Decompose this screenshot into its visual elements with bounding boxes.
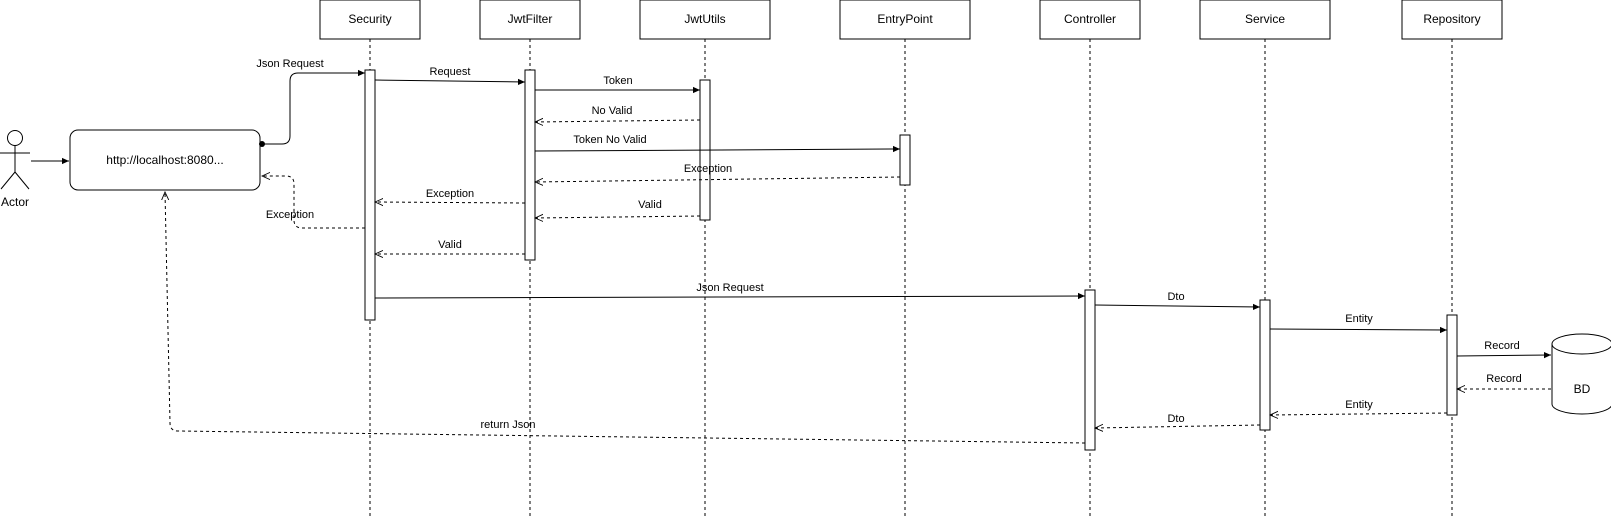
client-box-label: http://localhost:8080...	[106, 153, 223, 167]
actor[interactable]: Actor	[0, 130, 30, 210]
lifeline-controller[interactable]: Controller	[1039, 0, 1141, 40]
message-security-exception-client-line	[262, 176, 365, 229]
message-jwtfilter-valid[interactable]: Valid	[375, 239, 525, 254]
message-controller-dto[interactable]: Dto	[1094, 291, 1261, 311]
activation-jwtfilter[interactable]	[524, 69, 536, 261]
message-jwtutils-no-valid[interactable]: No Valid	[535, 105, 701, 122]
message-service-entity-line	[1269, 326, 1448, 334]
activation-security[interactable]	[364, 69, 376, 321]
lifeline-entrypoint-title: EntryPoint	[877, 12, 933, 26]
message-repository-entity-label: Entity	[1345, 399, 1373, 411]
lifeline-repository[interactable]: Repository	[1401, 0, 1503, 40]
message-client-json-request-label: Json Request	[256, 58, 323, 70]
message-controller-return-json-line	[165, 192, 1086, 444]
message-jwtfilter-exception-line	[375, 202, 526, 203]
person-icon	[0, 130, 30, 190]
message-entrypoint-exception-line	[535, 176, 901, 182]
message-repository-record[interactable]: Record	[1456, 340, 1552, 359]
activation-controller[interactable]	[1084, 289, 1096, 451]
message-database-record[interactable]: Record	[1457, 373, 1551, 389]
message-jwtfilter-exception[interactable]: Exception	[375, 188, 526, 203]
message-service-entity-label: Entity	[1345, 313, 1373, 325]
lifeline-security-title: Security	[348, 12, 391, 26]
activations	[364, 69, 1458, 451]
message-controller-return-json[interactable]: return Json	[165, 192, 1086, 444]
actor-label: Actor	[1, 195, 29, 209]
message-service-dto[interactable]: Dto	[1095, 413, 1261, 428]
message-security-request[interactable]: Request	[374, 66, 526, 86]
messages: Json Request Request Token No Valid Toke…	[165, 58, 1552, 444]
message-controller-dto-label: Dto	[1167, 291, 1184, 303]
message-security-json-request-label: Json Request	[696, 282, 763, 294]
lifeline-controller-title: Controller	[1064, 12, 1116, 26]
message-repository-entity[interactable]: Entity	[1270, 399, 1448, 415]
message-client-json-request-line	[262, 69, 365, 145]
message-jwtfilter-token-no-valid-label: Token No Valid	[573, 134, 646, 146]
message-repository-record-label: Record	[1484, 340, 1519, 352]
message-jwtfilter-token[interactable]: Token	[535, 75, 700, 94]
message-service-dto-line	[1095, 425, 1261, 428]
activation-repository[interactable]	[1446, 314, 1458, 416]
message-jwtutils-no-valid-label: No Valid	[592, 105, 633, 117]
message-entrypoint-exception[interactable]: Exception	[535, 163, 901, 182]
activation-service[interactable]	[1259, 299, 1271, 431]
message-security-json-request-line	[374, 292, 1086, 300]
message-jwtfilter-token-no-valid-line	[534, 145, 901, 153]
message-jwtutils-no-valid-line	[535, 120, 701, 122]
message-client-json-request[interactable]: Json Request	[256, 58, 365, 147]
lifeline-jwtfilter-title: JwtFilter	[508, 12, 553, 26]
message-controller-return-json-label: return Json	[480, 419, 535, 431]
message-service-entity[interactable]: Entity	[1269, 313, 1448, 334]
lifeline-repository-title: Repository	[1423, 12, 1480, 26]
lifeline-security[interactable]: Security	[319, 0, 421, 40]
client-box[interactable]: http://localhost:8080...	[69, 129, 261, 191]
activation-entrypoint[interactable]	[899, 134, 911, 186]
message-jwtutils-valid-line	[535, 216, 701, 218]
lifeline-entrypoint[interactable]: EntryPoint	[839, 0, 971, 40]
message-controller-dto-line	[1094, 303, 1261, 311]
lifeline-service-title: Service	[1245, 12, 1285, 26]
message-jwtfilter-token-no-valid[interactable]: Token No Valid	[534, 134, 901, 153]
message-repository-entity-line	[1270, 413, 1448, 415]
message-database-record-label: Record	[1486, 373, 1521, 385]
message-jwtfilter-exception-label: Exception	[426, 188, 474, 200]
lifeline-service[interactable]: Service	[1199, 0, 1331, 40]
lifeline-jwtfilter[interactable]: JwtFilter	[479, 0, 581, 40]
message-security-exception-client-label: Exception	[266, 209, 314, 221]
message-entrypoint-exception-label: Exception	[684, 163, 732, 175]
message-jwtutils-valid-label: Valid	[638, 199, 662, 211]
message-security-request-label: Request	[430, 66, 471, 78]
lifeline-jwtutils[interactable]: JwtUtils	[639, 0, 771, 40]
message-security-exception-client[interactable]: Exception	[262, 176, 365, 229]
message-service-dto-label: Dto	[1167, 413, 1184, 425]
message-security-request-line	[374, 78, 526, 86]
database-label: BD	[1574, 382, 1591, 396]
lifeline-jwtutils-title: JwtUtils	[684, 12, 725, 26]
database-cylinder[interactable]: BD	[1551, 333, 1611, 415]
message-jwtfilter-token-label: Token	[603, 75, 632, 87]
message-repository-record-line	[1456, 351, 1552, 359]
message-jwtutils-valid[interactable]: Valid	[535, 199, 701, 218]
message-jwtfilter-valid-label: Valid	[438, 239, 462, 251]
message-security-json-request[interactable]: Json Request	[374, 282, 1086, 300]
